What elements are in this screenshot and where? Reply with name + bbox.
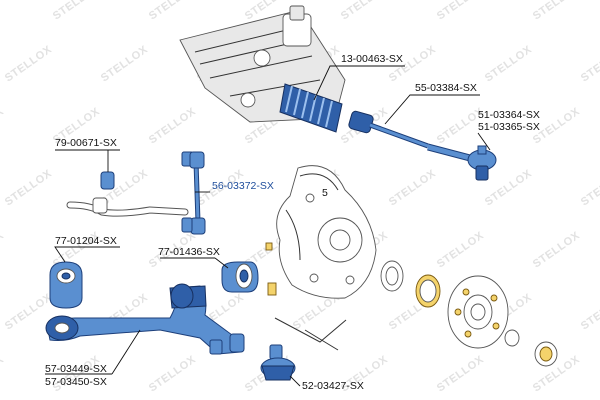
- label-tie-rod-end-1: 51-03364-SX: [478, 109, 540, 121]
- tie-rod-end: [427, 143, 497, 181]
- watermark-text: STELLOX: [483, 167, 534, 208]
- stabilizer-bar: [66, 197, 189, 217]
- label-steering-rack: 13-00463-SX: [341, 53, 403, 65]
- watermark-text: STELLOX: [483, 43, 534, 84]
- watermark-text: STELLOX: [531, 229, 582, 270]
- label-knuckle-number: 5: [322, 187, 328, 199]
- label-tie-rod-end-2: 51-03365-SX: [478, 121, 540, 133]
- wheel-bearing: [380, 260, 441, 308]
- watermark-text: STELLOX: [435, 0, 486, 22]
- knuckle-bolt: [265, 242, 277, 296]
- watermark-text: STELLOX: [0, 105, 6, 146]
- front-bushing: [49, 261, 83, 309]
- label-inner-tie-rod: 55-03384-SX: [415, 82, 477, 94]
- lower-control-arm: [45, 283, 245, 355]
- label-rear-bushing: 77-01436-SX: [158, 246, 220, 258]
- watermark-text: STELLOX: [0, 353, 6, 394]
- watermark-text: STELLOX: [339, 0, 390, 22]
- steering-knuckle: [276, 165, 377, 299]
- label-stabilizer-bushing: 79-00671-SX: [55, 137, 117, 149]
- rear-bushing: [221, 261, 259, 293]
- label-front-bushing: 77-01204-SX: [55, 235, 117, 247]
- label-control-arm-1: 57-03449-SX: [45, 363, 107, 375]
- hub-nut: [504, 329, 558, 367]
- watermark-text: STELLOX: [3, 167, 54, 208]
- watermark-text: STELLOX: [0, 0, 6, 22]
- watermark-text: STELLOX: [0, 229, 6, 270]
- watermark-text: STELLOX: [147, 353, 198, 394]
- leader-lines: [45, 65, 491, 387]
- stabilizer-bushing: [100, 171, 115, 190]
- watermark-text: STELLOX: [147, 0, 198, 22]
- watermark-text: STELLOX: [579, 291, 600, 332]
- watermark-text: STELLOX: [147, 105, 198, 146]
- watermark-text: STELLOX: [435, 353, 486, 394]
- wheel-hub: [447, 275, 509, 349]
- watermark-text: STELLOX: [99, 43, 150, 84]
- watermark-text: STELLOX: [3, 43, 54, 84]
- watermark-text: STELLOX: [51, 0, 102, 22]
- label-stabilizer-link: 56-03372-SX: [212, 180, 274, 192]
- ball-joint: [260, 344, 296, 381]
- label-control-arm-2: 57-03450-SX: [45, 376, 107, 388]
- assembly-guide-line: [274, 317, 347, 343]
- watermark-text: STELLOX: [579, 167, 600, 208]
- steering-rack-boot: [279, 83, 343, 133]
- inner-tie-rod: [348, 110, 429, 149]
- watermark-text: STELLOX: [579, 43, 600, 84]
- watermark-text: STELLOX: [387, 167, 438, 208]
- watermark-text: STELLOX: [435, 229, 486, 270]
- assembly-guide-line: [304, 329, 339, 351]
- stabilizer-link: [181, 151, 206, 235]
- label-ball-joint: 52-03427-SX: [302, 380, 364, 392]
- watermark-text: STELLOX: [531, 0, 582, 22]
